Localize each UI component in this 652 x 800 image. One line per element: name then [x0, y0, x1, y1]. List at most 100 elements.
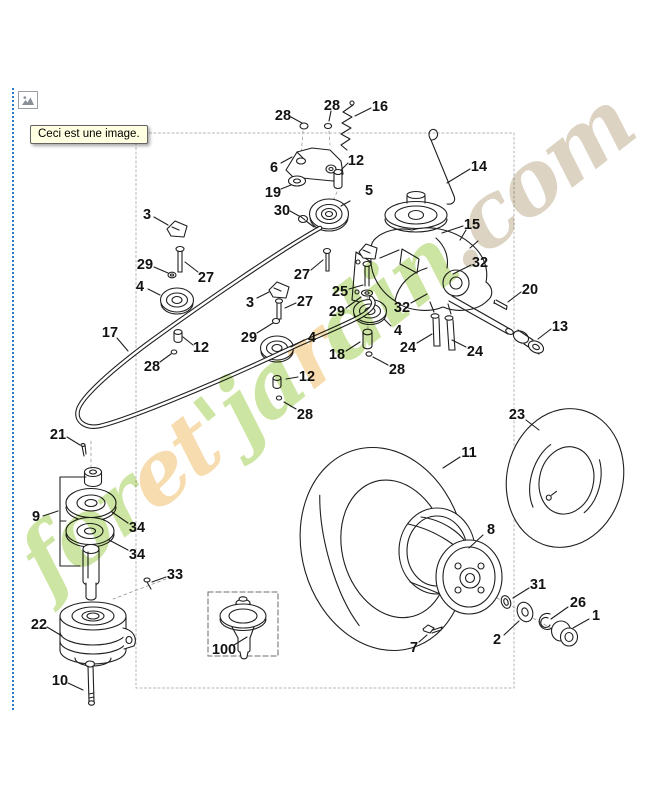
leader-line-4	[147, 288, 161, 296]
leader-line-28	[328, 110, 332, 122]
part-label-4: 4	[394, 323, 402, 339]
leader-line-11	[442, 456, 461, 469]
leader-line-24	[451, 339, 467, 348]
part-label-6: 6	[270, 160, 278, 176]
part-label-34: 34	[129, 520, 145, 536]
part-label-29: 29	[137, 257, 153, 273]
leader-line-33	[151, 576, 167, 583]
part-label-15: 15	[464, 217, 480, 233]
leader-line-28	[283, 401, 297, 410]
selection-edge	[12, 88, 14, 710]
part-label-28: 28	[297, 407, 313, 423]
part-label-24: 24	[400, 340, 416, 356]
part-label-12: 12	[193, 340, 209, 356]
part-label-24: 24	[467, 344, 483, 360]
part-label-17: 17	[102, 325, 118, 341]
tension-bracket-cluster	[285, 100, 355, 228]
leader-line-24	[416, 333, 433, 344]
leader-line-28	[372, 356, 389, 366]
leader-line-31	[512, 587, 530, 599]
part-label-27: 27	[294, 267, 310, 283]
part-label-19: 19	[265, 185, 281, 201]
part-label-12: 12	[348, 153, 364, 169]
part-label-27: 27	[198, 270, 214, 286]
part-label-34: 34	[129, 547, 145, 563]
part-label-27: 27	[297, 294, 313, 310]
leader-line-13	[537, 328, 552, 340]
part-label-18: 18	[329, 347, 345, 363]
control-rod-14	[428, 128, 456, 205]
leader-line-27	[284, 302, 297, 309]
leader-line-12	[340, 162, 349, 171]
part-label-29: 29	[329, 304, 345, 320]
part-label-2: 2	[493, 632, 501, 648]
idler-cluster-1	[159, 220, 195, 355]
part-label-28: 28	[275, 108, 291, 124]
part-label-31: 31	[530, 577, 546, 593]
part-label-14: 14	[471, 159, 487, 175]
idler-cluster-2	[259, 281, 295, 401]
leader-line-23	[525, 419, 540, 431]
leader-line-18	[345, 341, 361, 352]
leader-line-27	[184, 261, 199, 273]
leader-line-29	[256, 322, 274, 334]
tire-23	[505, 408, 625, 548]
part-label-28: 28	[324, 98, 340, 114]
clutch-22	[59, 601, 136, 706]
part-label-26: 26	[570, 595, 586, 611]
leader-line-4	[383, 318, 392, 327]
part-label-10: 10	[52, 673, 68, 689]
part-label-3: 3	[246, 295, 254, 311]
leader-line-3	[256, 291, 270, 299]
part-label-23: 23	[509, 407, 525, 423]
leader-line-3	[153, 216, 169, 226]
part-label-4: 4	[136, 279, 144, 295]
leader-line-32	[410, 293, 428, 304]
part-label-33: 33	[167, 567, 183, 583]
leader-line-12	[285, 376, 299, 380]
leader-line-2	[503, 620, 520, 636]
leader-line-29	[345, 296, 362, 309]
idler-cluster-3	[322, 243, 388, 357]
leader-line-28	[159, 353, 172, 363]
part-label-1: 1	[592, 608, 600, 624]
leader-line-30	[289, 210, 300, 217]
leader-line-4	[290, 339, 305, 348]
leader-line-15	[441, 225, 464, 234]
leader-line-14	[446, 168, 471, 184]
leader-line-6	[280, 156, 293, 164]
axle-group	[430, 295, 545, 355]
leader-line-25	[348, 284, 364, 290]
leader-line-21	[66, 436, 81, 446]
pulley-5	[308, 198, 350, 232]
leader-line-7	[418, 634, 428, 643]
part-label-28: 28	[144, 359, 160, 375]
leader-line-12	[182, 336, 194, 346]
leader-line-19	[280, 184, 292, 190]
leader-line-28	[290, 116, 303, 124]
leader-line-5	[340, 200, 351, 207]
part-label-20: 20	[522, 282, 538, 298]
part-label-32: 32	[394, 300, 410, 316]
part-label-32: 32	[472, 255, 488, 271]
part-label-8: 8	[487, 522, 495, 538]
v-belt-17	[75, 225, 376, 429]
leader-line-16	[354, 107, 372, 117]
leader-line-20	[507, 291, 522, 303]
part-label-28: 28	[389, 362, 405, 378]
part-label-11: 11	[461, 445, 476, 461]
part-label-3: 3	[143, 207, 151, 223]
part-label-21: 21	[50, 427, 66, 443]
highlight-box-inner	[360, 182, 378, 199]
leader-line-22	[46, 626, 63, 637]
part-label-22: 22	[31, 617, 47, 633]
leader-line-34	[108, 539, 129, 551]
part-label-12: 12	[299, 369, 315, 385]
leader-line-100	[233, 636, 248, 646]
leader-line-32	[452, 264, 472, 275]
part-label-7: 7	[410, 640, 418, 656]
part-label-4: 4	[308, 330, 316, 346]
leader-line-26	[550, 606, 569, 620]
image-glyph	[22, 96, 34, 105]
